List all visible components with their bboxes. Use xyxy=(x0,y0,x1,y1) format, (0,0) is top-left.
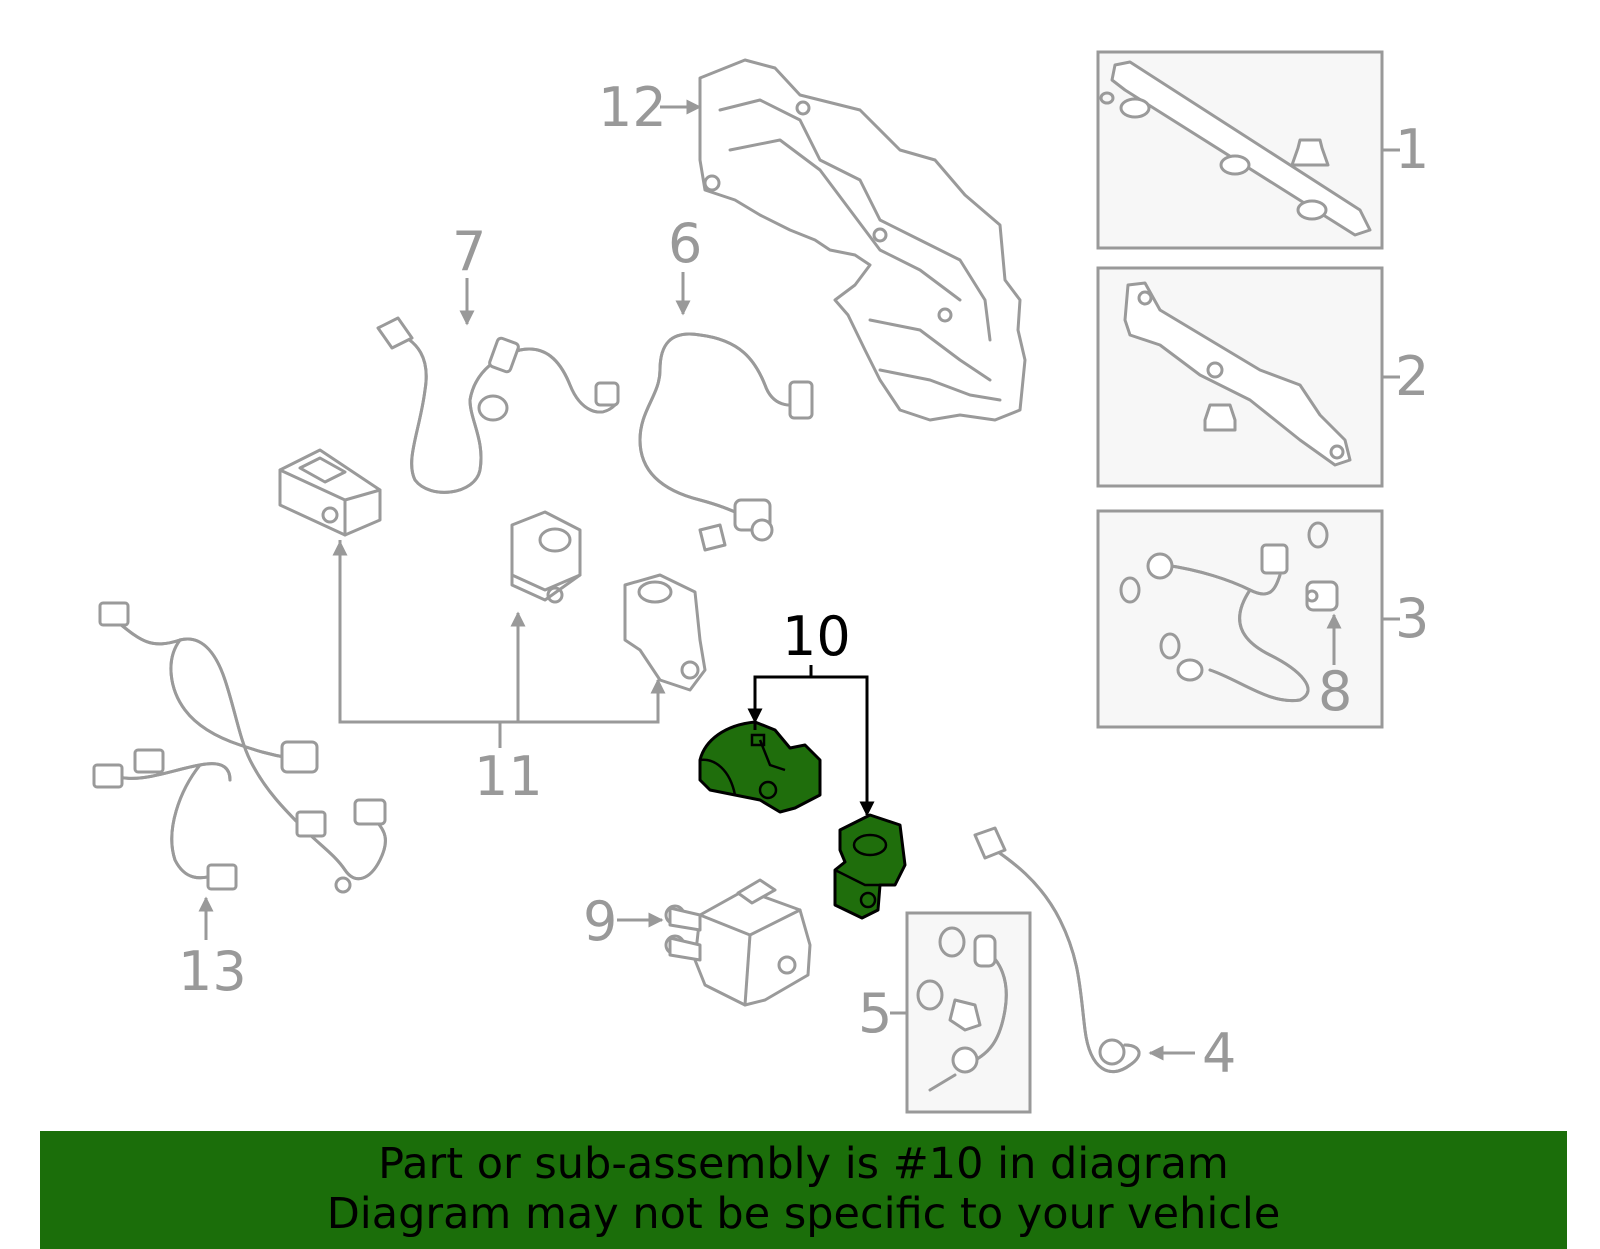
callout-4: 4 xyxy=(1202,1022,1236,1085)
info-banner: Part or sub-assembly is #10 in diagram D… xyxy=(40,1131,1567,1249)
part-11-sensor-b xyxy=(510,510,582,604)
part-8-fitting xyxy=(1305,580,1339,612)
callout-9: 9 xyxy=(583,890,617,953)
part-2-gasket xyxy=(1123,281,1352,467)
part-6-hose xyxy=(638,332,814,552)
callout-8: 8 xyxy=(1318,660,1352,723)
part-13-harness xyxy=(92,601,387,894)
part-5-hose xyxy=(916,926,1008,1092)
callout-3: 3 xyxy=(1395,587,1429,650)
part-9-valve-block xyxy=(664,878,812,1007)
callout-5: 5 xyxy=(858,982,892,1045)
banner-line-2: Diagram may not be specific to your vehi… xyxy=(326,1189,1281,1239)
part-3-hose xyxy=(1119,521,1329,703)
part-11-sensor-a xyxy=(278,448,382,537)
part-12-bracket xyxy=(698,58,1027,422)
part-10-sensor-right[interactable] xyxy=(833,813,907,920)
callout-10: 10 xyxy=(782,605,851,668)
part-10-sensor-left[interactable] xyxy=(698,720,822,814)
part-1-gasket xyxy=(1099,60,1372,237)
leader-11 xyxy=(338,540,660,724)
part-7-hose xyxy=(376,316,620,494)
part-4-tube xyxy=(973,826,1141,1074)
part-11-sensor-c xyxy=(623,573,707,692)
callout-7: 7 xyxy=(452,220,486,283)
callout-1: 1 xyxy=(1395,118,1429,181)
callout-12: 12 xyxy=(598,76,667,139)
callout-2: 2 xyxy=(1395,345,1429,408)
callout-13: 13 xyxy=(178,940,247,1003)
callout-6: 6 xyxy=(668,212,702,275)
banner-line-1: Part or sub-assembly is #10 in diagram xyxy=(378,1139,1229,1189)
callout-11: 11 xyxy=(474,745,543,808)
